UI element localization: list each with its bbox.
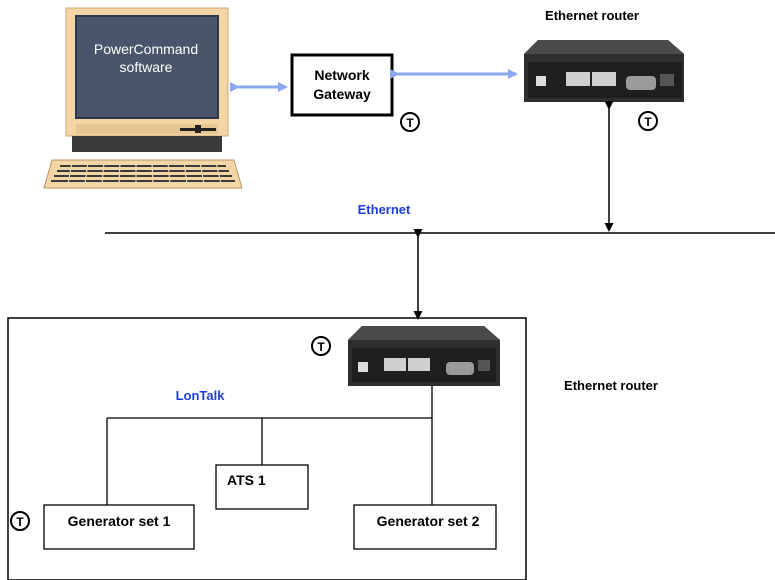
- router-top-led: [536, 76, 546, 86]
- router-bottom-led: [358, 362, 368, 372]
- monitor-screen: [76, 16, 218, 118]
- router-top-port-b: [592, 72, 616, 86]
- router-bottom-serial: [446, 362, 474, 375]
- screen-text-line1: PowerCommand: [94, 41, 198, 57]
- screen-text-line2: software: [120, 59, 173, 75]
- terminator-icon: T: [638, 111, 658, 131]
- keyboard: [43, 159, 243, 189]
- top-router-label: Ethernet router: [545, 8, 639, 23]
- router-icon: [348, 326, 500, 386]
- gen1-box: [43, 504, 195, 550]
- ats-device: ATS 1: [215, 464, 309, 510]
- computer-icon: PowerCommand software: [43, 7, 243, 189]
- router-top-lid: [524, 40, 684, 54]
- lontalk-bus: [106, 386, 433, 505]
- router-bottom-switch: [478, 360, 490, 371]
- gen1-label: Generator set 1: [68, 513, 171, 529]
- terminator-icon: T: [400, 112, 420, 132]
- router-bottom-port-b: [408, 358, 430, 371]
- ats-box: [215, 464, 309, 510]
- terminator-label: T: [317, 340, 325, 354]
- ats-label: ATS 1: [227, 472, 266, 488]
- monitor-base: [76, 124, 218, 134]
- gen2-label: Generator set 2: [377, 513, 480, 529]
- terminator-icon: T: [311, 336, 331, 356]
- lontalk-label: LonTalk: [176, 388, 226, 403]
- bottom-router-label: Ethernet router: [564, 378, 658, 393]
- lontalk-site-box: [7, 317, 527, 580]
- drive-button: [195, 125, 201, 133]
- terminator-icon: T: [10, 511, 30, 531]
- router-top-switch: [660, 74, 674, 86]
- gateway-label-line1: Network: [314, 67, 369, 83]
- gateway-label-line2: Gateway: [313, 86, 371, 102]
- router-icon: [524, 40, 684, 102]
- monitor-stand: [72, 136, 222, 152]
- gateway-box: [290, 53, 394, 117]
- terminator-label: T: [406, 116, 414, 130]
- network-gateway: Network Gateway: [290, 53, 394, 117]
- key-separators: [67, 161, 222, 185]
- router-top-serial: [626, 76, 656, 90]
- ethernet-label: Ethernet: [358, 202, 411, 217]
- generator-set-1: Generator set 1: [43, 504, 195, 550]
- router-bottom-port-a: [384, 358, 406, 371]
- terminator-label: T: [644, 115, 652, 129]
- terminator-label: T: [16, 515, 24, 529]
- router-bottom-lid: [348, 326, 500, 340]
- generator-set-2: Generator set 2: [353, 504, 497, 550]
- screen-bezel: [75, 15, 219, 119]
- router-top-port-a: [566, 72, 590, 86]
- gen2-box: [353, 504, 497, 550]
